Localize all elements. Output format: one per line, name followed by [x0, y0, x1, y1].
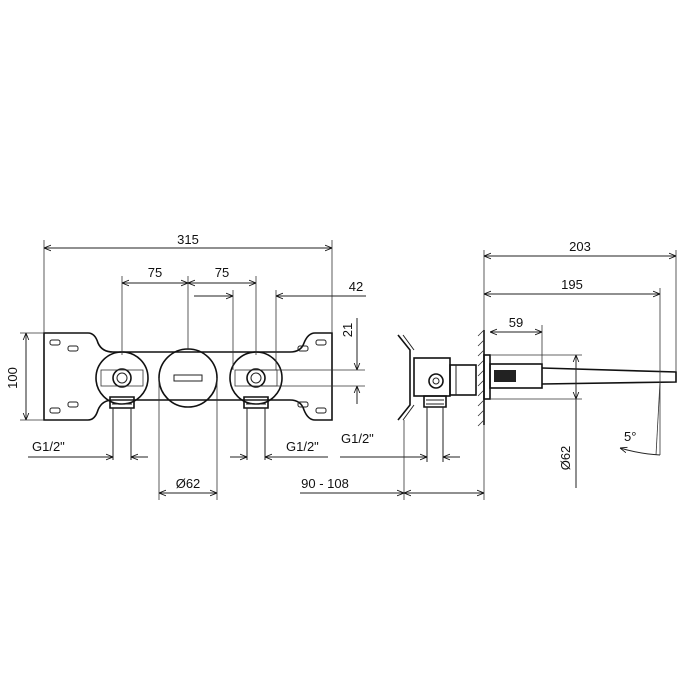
label-diameter-side: Ø62 — [558, 446, 573, 471]
mounting-holes — [49, 339, 327, 414]
dimension-labels: 315 75 75 42 100 21 G1/2" G1/2" Ø62 203 … — [5, 232, 636, 491]
centre-diverter — [158, 348, 218, 408]
side-bracket — [397, 334, 411, 421]
side-view — [397, 329, 677, 462]
label-spacing-left: 75 — [148, 265, 162, 280]
label-offset-right: 42 — [349, 279, 363, 294]
label-angle-spout: 5° — [624, 429, 636, 444]
side-valve-body — [413, 357, 451, 397]
label-depth-spout: 195 — [561, 277, 583, 292]
label-depth-body: 59 — [509, 315, 523, 330]
label-spacing-right: 75 — [215, 265, 229, 280]
label-thread-left: G1/2" — [32, 439, 65, 454]
label-thread-side: G1/2" — [341, 431, 374, 446]
spout-body — [489, 363, 543, 389]
spout — [541, 367, 677, 385]
label-height-total: 100 — [5, 367, 20, 389]
label-depth-total: 203 — [569, 239, 591, 254]
label-diameter-front: Ø62 — [176, 476, 201, 491]
label-thread-right: G1/2" — [286, 439, 319, 454]
mounting-plate — [43, 332, 333, 421]
front-dimensions — [20, 240, 366, 500]
label-offset-vertical: 21 — [340, 323, 355, 337]
label-wall-range: 90 - 108 — [301, 476, 349, 491]
side-dimensions — [300, 250, 677, 500]
label-width-total: 315 — [177, 232, 199, 247]
